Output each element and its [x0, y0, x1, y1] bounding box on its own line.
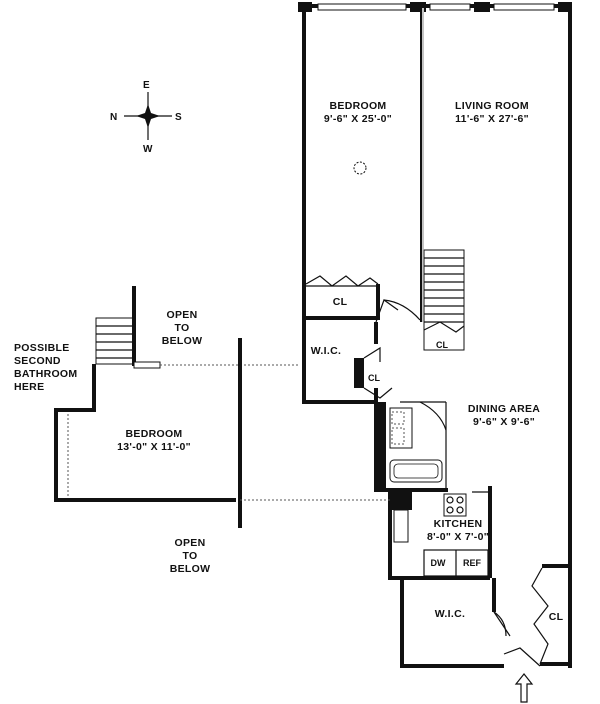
room-labels: BEDROOM 9'-6" X 25'-0" LIVING ROOM 11'-6… — [117, 100, 563, 623]
possible-bath-4: HERE — [14, 381, 44, 393]
open-below-top-1: OPEN — [167, 309, 198, 321]
dw-label: DW — [431, 558, 446, 568]
cl-bedroom-label: CL — [333, 296, 348, 308]
bedroom-upper-dims: 13'-0" X 11'-0" — [117, 441, 191, 453]
possible-bath-3: BATHROOM — [14, 368, 77, 380]
stairs — [423, 249, 465, 351]
entry-arrow-icon — [514, 673, 534, 703]
open-below-top-3: BELOW — [162, 335, 203, 347]
wic-lower-label: W.I.C. — [435, 608, 465, 620]
cl-small-label: CL — [368, 373, 380, 383]
open-below-bottom-2: TO — [183, 550, 198, 562]
bedroom-main-name: BEDROOM — [330, 100, 387, 112]
compass-s: S — [175, 112, 182, 123]
kitchen-dims: 8'-0" X 7'-0" — [427, 531, 489, 543]
compass-e: E — [143, 80, 150, 91]
ref-label: REF — [463, 558, 482, 568]
bedroom-main-dims: 9'-6" X 25'-0" — [324, 113, 392, 125]
compass-rose: E W N S — [110, 80, 182, 155]
living-room-name: LIVING ROOM — [455, 100, 529, 112]
compass-n: N — [110, 112, 117, 123]
dining-area-dims: 9'-6" X 9'-6" — [473, 416, 535, 428]
possible-bath-2: SECOND — [14, 355, 61, 367]
living-room-dims: 11'-6" X 27'-6" — [455, 113, 529, 125]
kitchen-name: KITCHEN — [434, 518, 483, 530]
wic-upper-label: W.I.C. — [311, 345, 341, 357]
open-below-bottom-3: BELOW — [170, 563, 211, 575]
notes: OPEN TO BELOW OPEN TO BELOW POSSIBLE SEC… — [14, 309, 210, 575]
possible-bath-1: POSSIBLE — [14, 342, 70, 354]
cl-stair-label: CL — [436, 340, 448, 350]
open-below-top-2: TO — [175, 322, 190, 334]
open-below-bottom-1: OPEN — [175, 537, 206, 549]
bedroom-upper-name: BEDROOM — [126, 428, 183, 440]
cl-entry-label: CL — [549, 611, 564, 623]
compass-w: W — [143, 144, 153, 155]
upper-level-walls — [54, 286, 390, 528]
dining-area-name: DINING AREA — [468, 403, 540, 415]
main-unit-walls — [298, 2, 572, 703]
